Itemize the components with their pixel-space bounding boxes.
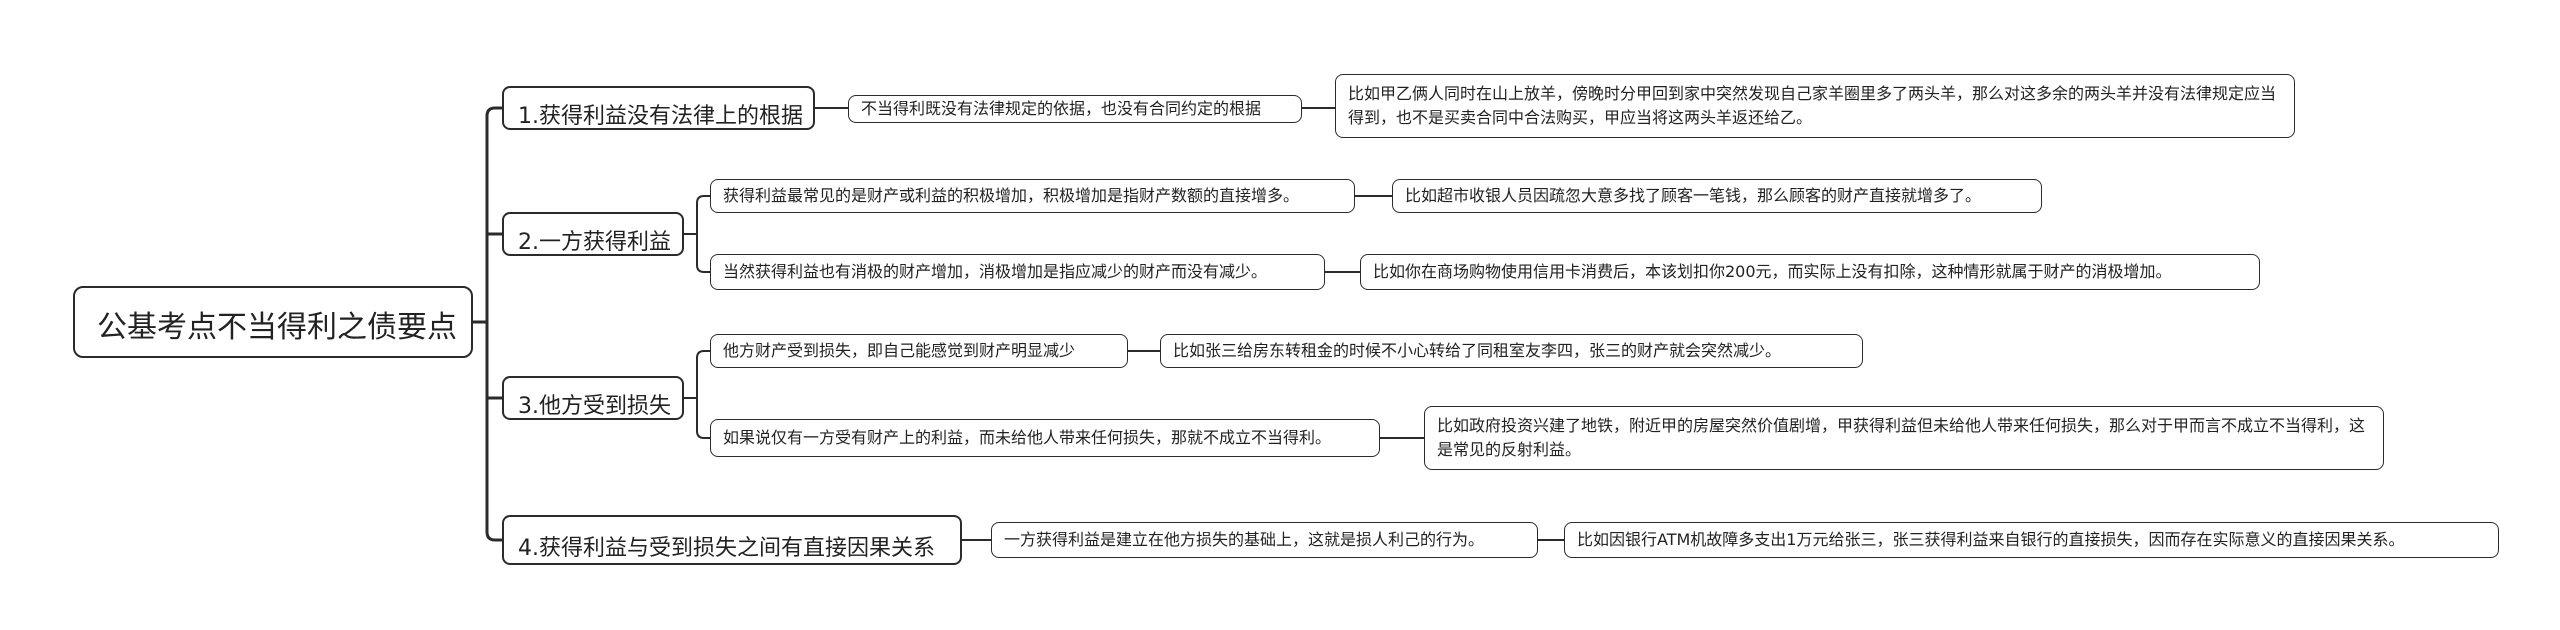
branch-3-topic[interactable]: 3.他方受到损失 <box>502 376 684 420</box>
branch-4-topic[interactable]: 4.获得利益与受到损失之间有直接因果关系 <box>502 515 962 565</box>
branch-2-point-2[interactable]: 当然获得利益也有消极的财产增加，消极增加是指应减少的财产而没有减少。 <box>710 254 1325 290</box>
branch-1-example-1[interactable]: 比如甲乙俩人同时在山上放羊，傍晚时分甲回到家中突然发现自己家羊圈里多了两头羊，那… <box>1335 74 2295 138</box>
branch-1-topic[interactable]: 1.获得利益没有法律上的根据 <box>502 86 815 130</box>
branch-3-example-2[interactable]: 比如政府投资兴建了地铁，附近甲的房屋突然价值剧增，甲获得利益但未给他人带来任何损… <box>1424 406 2384 470</box>
connector-branch-3 <box>683 350 1425 439</box>
branch-2-topic[interactable]: 2.一方获得利益 <box>502 212 684 256</box>
connector-branch-2 <box>683 195 1393 273</box>
branch-2-point-1[interactable]: 获得利益最常见的是财产或利益的积极增加，积极增加是指财产数额的直接增多。 <box>710 179 1355 213</box>
connector-root-trunk <box>471 106 504 542</box>
branch-3-point-2[interactable]: 如果说仅有一方受有财产上的利益，而未给他人带来任何损失，那就不成立不当得利。 <box>710 419 1380 457</box>
root-topic[interactable]: 公基考点不当得利之债要点 <box>73 286 473 358</box>
branch-4-point-1[interactable]: 一方获得利益是建立在他方损失的基础上，这就是损人利己的行为。 <box>991 522 1538 558</box>
branch-2-example-2[interactable]: 比如你在商场购物使用信用卡消费后，本该划扣你200元，而实际上没有扣除，这种情形… <box>1360 254 2260 290</box>
branch-3-point-1[interactable]: 他方财产受到损失，即自己能感觉到财产明显减少 <box>710 334 1128 368</box>
branch-4-example-1[interactable]: 比如因银行ATM机故障多支出1万元给张三，张三获得利益来自银行的直接损失，因而存… <box>1564 522 2499 558</box>
branch-1-point-1[interactable]: 不当得利既没有法律规定的依据，也没有合同约定的根据 <box>848 95 1302 123</box>
branch-2-example-1[interactable]: 比如超市收银人员因疏忽大意多找了顾客一笔钱，那么顾客的财产直接就增多了。 <box>1392 179 2042 213</box>
branch-3-example-1[interactable]: 比如张三给房东转租金的时候不小心转给了同租室友李四，张三的财产就会突然减少。 <box>1160 334 1863 368</box>
